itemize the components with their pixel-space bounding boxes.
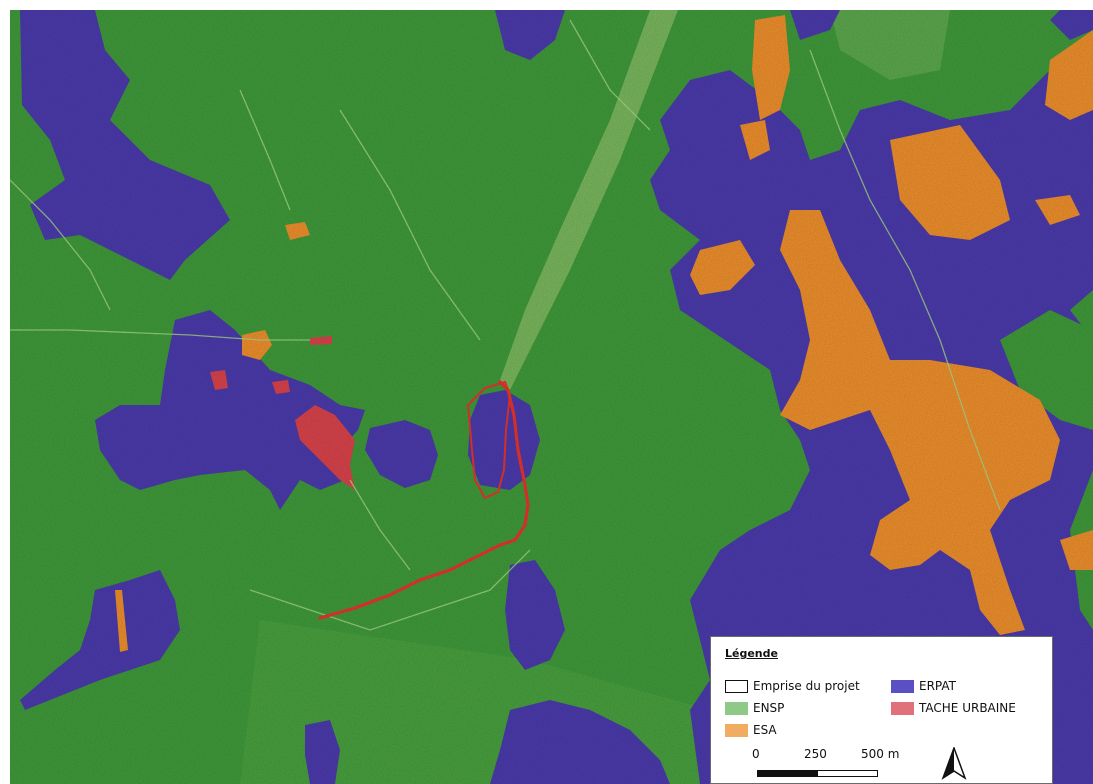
legend-item-emprise: Emprise du projet <box>725 679 860 693</box>
legend-item-ensp: ENSP <box>725 701 784 715</box>
map-canvas[interactable] <box>10 10 1093 784</box>
legend-panel: Légende Emprise du projet ERPAT ENSP TAC… <box>710 636 1053 784</box>
north-arrow-icon <box>941 747 967 780</box>
legend-label-ensp: ENSP <box>753 701 785 715</box>
scale-bar <box>757 770 878 777</box>
scale-label-0: 0 <box>752 747 760 761</box>
legend-swatch-tache-urbaine <box>891 701 914 715</box>
scale-bar-light-segment <box>817 771 877 776</box>
legend-item-tache-urbaine: TACHE URBAINE <box>891 701 1016 715</box>
legend-item-esa: ESA <box>725 723 777 737</box>
legend-label-tache-urbaine: TACHE URBAINE <box>919 701 1016 715</box>
legend-label-emprise: Emprise du projet <box>753 679 860 693</box>
scale-label-500: 500 m <box>861 747 900 761</box>
legend-swatch-esa <box>725 723 748 737</box>
map-svg <box>10 10 1093 784</box>
legend-label-esa: ESA <box>753 723 777 737</box>
legend-swatch-emprise <box>725 679 748 693</box>
legend-label-erpat: ERPAT <box>919 679 956 693</box>
scale-bar-dark-segment <box>758 771 818 776</box>
legend-title: Légende <box>725 647 778 660</box>
scale-label-250: 250 <box>804 747 827 761</box>
legend-swatch-ensp <box>725 701 748 715</box>
legend-swatch-erpat <box>891 679 914 693</box>
legend-item-erpat: ERPAT <box>891 679 956 693</box>
